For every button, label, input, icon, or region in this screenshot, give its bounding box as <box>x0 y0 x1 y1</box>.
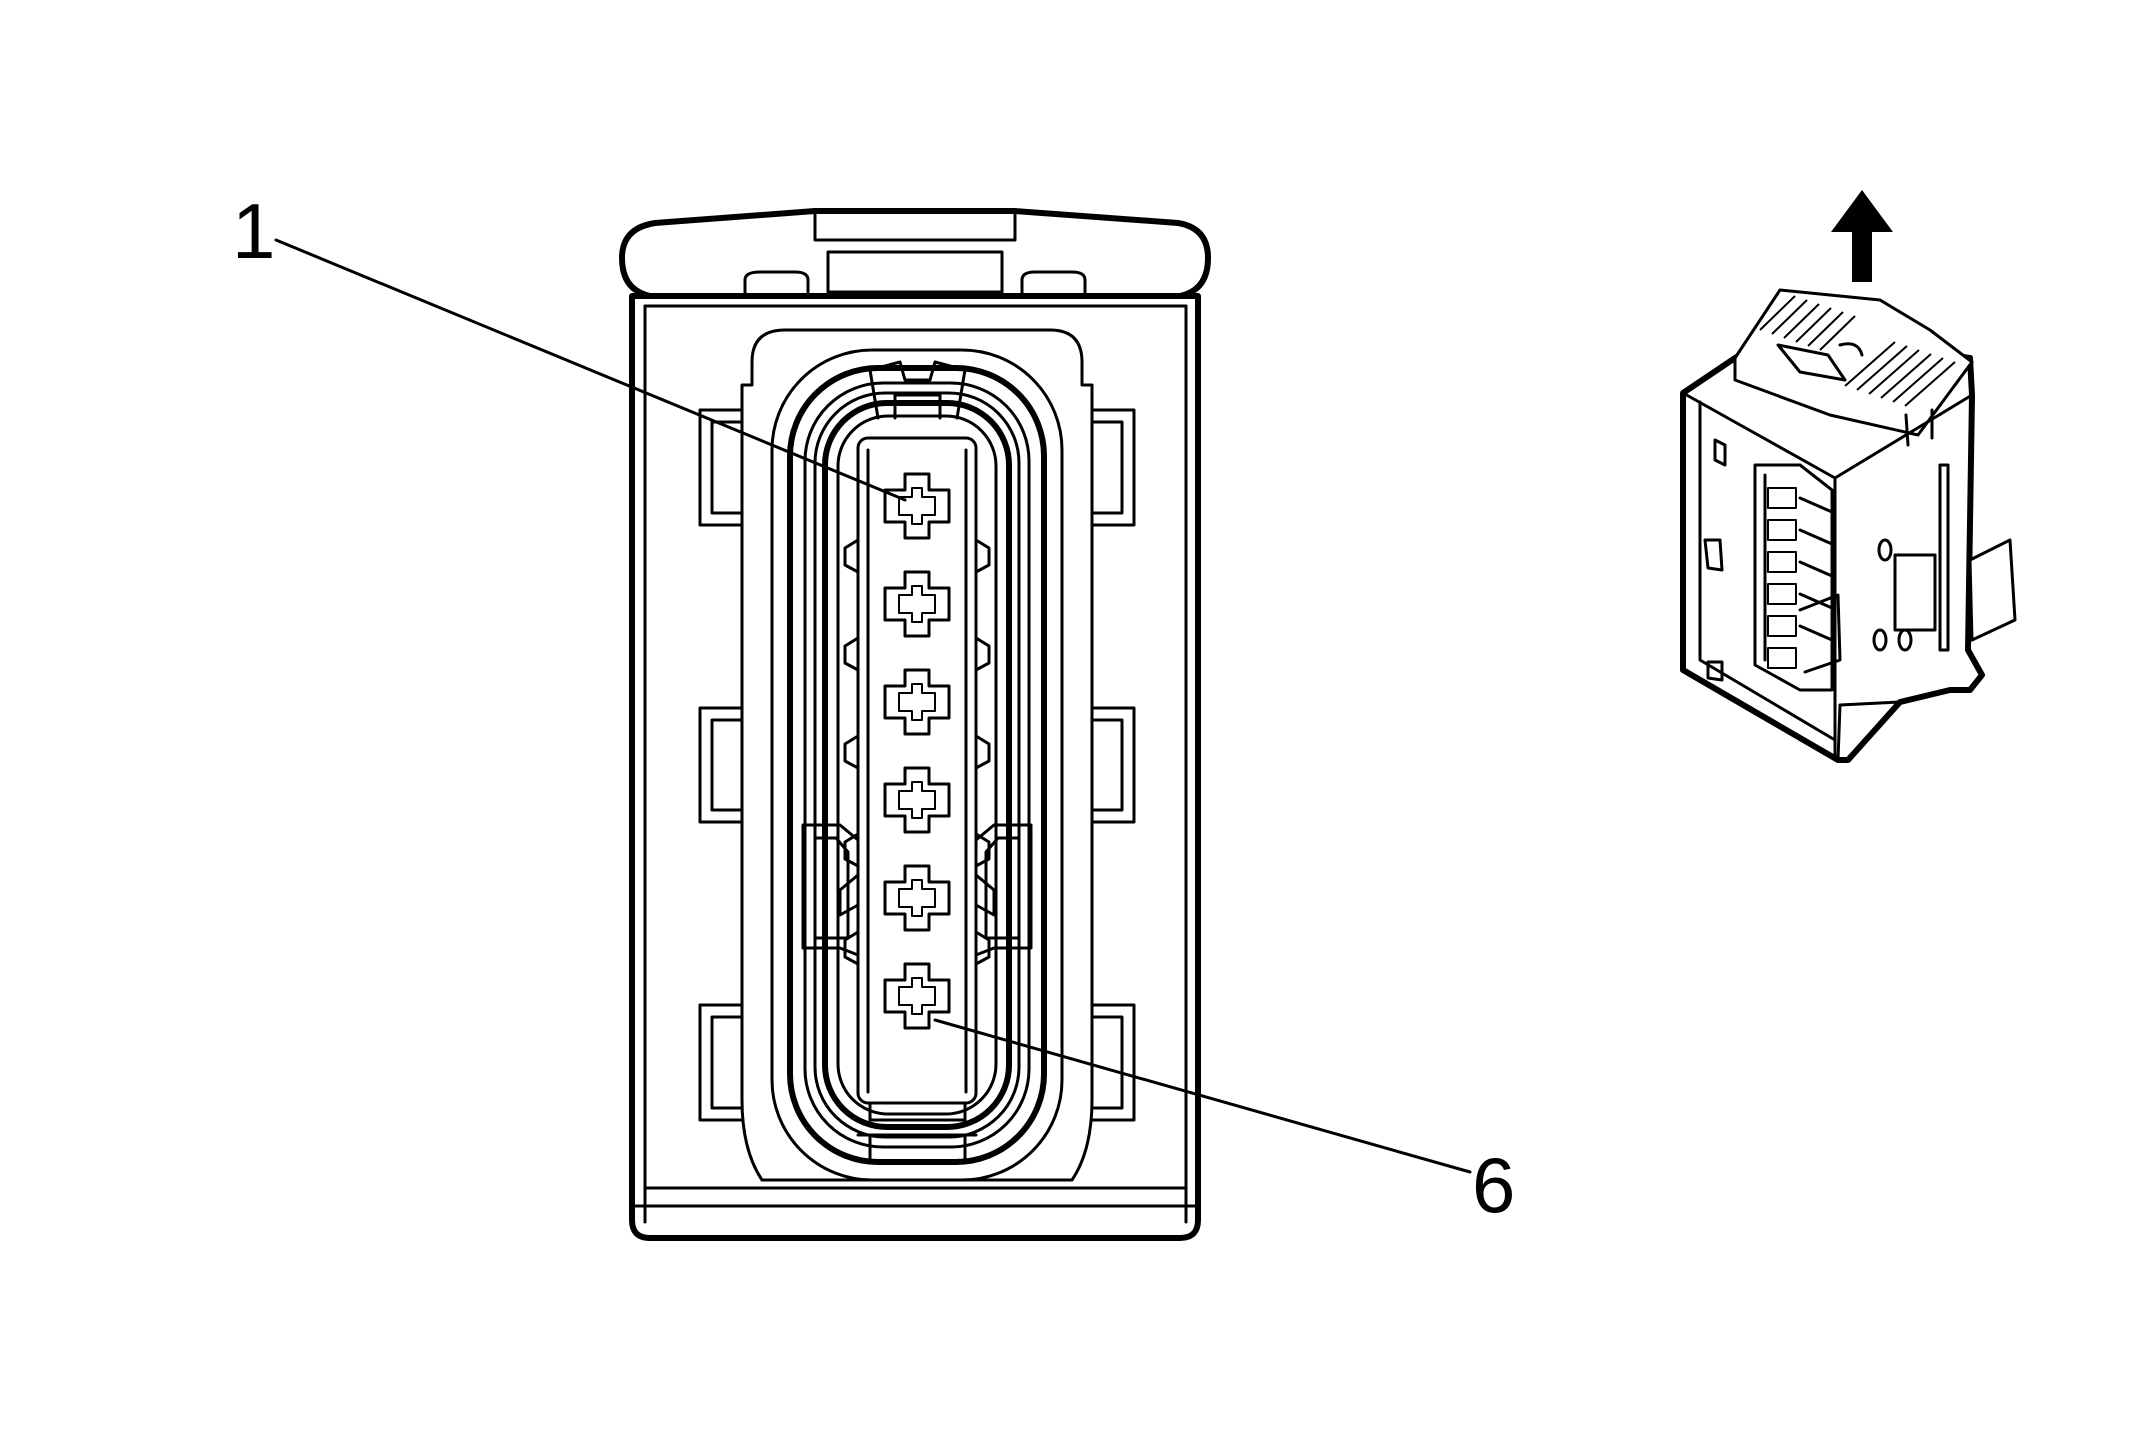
callout-1-leader <box>274 238 907 502</box>
latch-ridges <box>1759 295 1956 447</box>
terminal-pin-5 <box>883 864 951 932</box>
iso-terminal-slots <box>1767 487 1797 669</box>
right-side-ribs <box>1090 408 1136 1122</box>
callout-6-leader <box>933 1018 1472 1174</box>
callout-6-label: 6 <box>1472 1141 1515 1229</box>
pin-inner-outline <box>898 487 936 525</box>
pin-inner-outline <box>898 585 936 623</box>
connector-isometric-view <box>1680 288 2017 763</box>
connector-front-view <box>274 208 1472 1241</box>
terminal-pin-1 <box>883 472 951 540</box>
terminal-pin-6 <box>883 962 951 1030</box>
pin-inner-outline <box>898 683 936 721</box>
pin-inner-outline <box>898 977 936 1015</box>
terminal-pin-4 <box>883 766 951 834</box>
up-arrow-icon <box>1831 190 1893 282</box>
lock-clips <box>801 823 1033 957</box>
pin-inner-outline <box>898 879 936 917</box>
pin-inner-outline <box>898 781 936 819</box>
terminal-pins <box>883 472 951 1030</box>
callout-1-label: 1 <box>232 187 275 275</box>
terminal-pin-2 <box>883 570 951 638</box>
terminal-pin-3 <box>883 668 951 736</box>
left-side-ribs <box>698 408 744 1122</box>
